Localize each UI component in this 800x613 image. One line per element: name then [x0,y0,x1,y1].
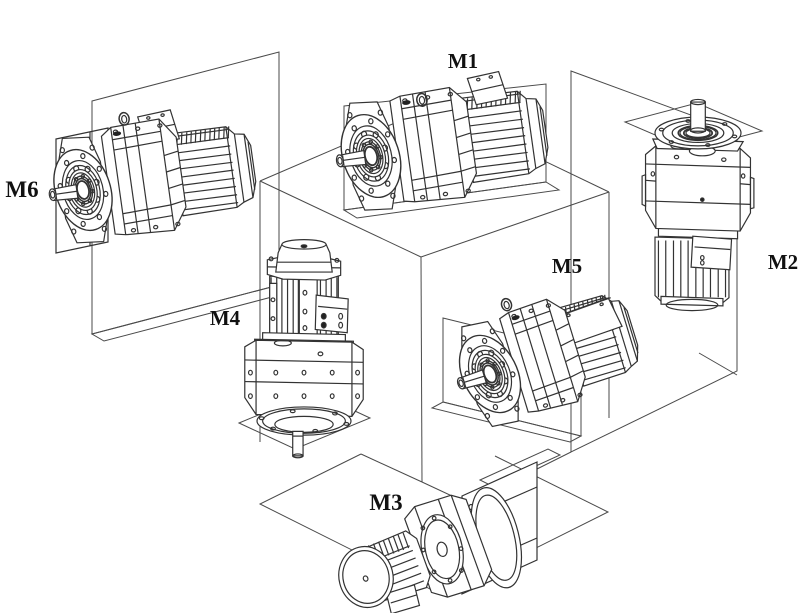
svg-text:M1: M1 [448,49,478,73]
svg-text:M4: M4 [210,306,241,330]
svg-text:M3: M3 [369,490,402,515]
svg-text:M6: M6 [5,177,38,202]
svg-text:M2: M2 [768,250,798,274]
svg-text:M5: M5 [552,254,582,278]
